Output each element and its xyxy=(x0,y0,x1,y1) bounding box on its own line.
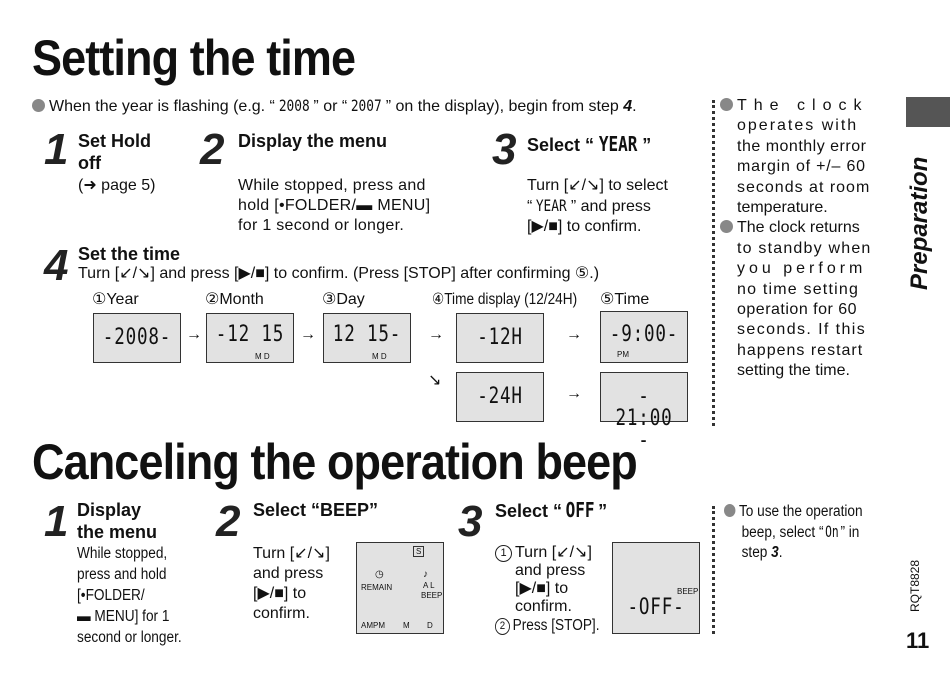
lcd-24h: -24H xyxy=(456,372,544,422)
bullet-icon xyxy=(724,504,736,517)
lcd-year: -2008- xyxy=(93,313,181,363)
step-body: (➜ page 5) xyxy=(78,177,156,194)
arrow-right-icon: → xyxy=(428,326,444,343)
intro-note: When the year is flashing (e.g. “2008” o… xyxy=(32,96,637,117)
step-number: 1 xyxy=(44,125,69,174)
section-tab-marker xyxy=(906,97,950,127)
label-year: ①Year xyxy=(92,291,139,308)
arrow-right-icon: → xyxy=(300,326,316,343)
lcd-inline-2007: 2007 xyxy=(351,96,382,115)
lcd-time-24h: - 21:00 - xyxy=(600,372,688,452)
step-title: Display the menu xyxy=(77,500,158,542)
step-title: Select “YEAR” xyxy=(527,132,652,156)
section-title-setting-time: Setting the time xyxy=(32,30,356,86)
lcd-menu-beep: S ◷ REMAIN ♪ A L BEEP AMPM M D xyxy=(356,542,444,634)
lcd-inline-2008: 2008 xyxy=(278,96,310,115)
beep-note: To use the operation beep, select “On” i… xyxy=(724,502,863,563)
lcd-12h: -12H xyxy=(456,313,544,363)
model-code: RQT8828 xyxy=(908,559,922,612)
step-body: Turn [↙/↘] to select “YEAR” and press [▶… xyxy=(527,177,668,235)
lcd-day: 12 15- M D xyxy=(323,313,411,363)
step-title: Display the menu xyxy=(238,131,388,151)
section-title-canceling-beep: Canceling the operation beep xyxy=(32,434,638,490)
step-number: 2 xyxy=(216,497,241,546)
bell-icon: ♪ xyxy=(423,569,428,580)
lcd-month: -12 15 M D xyxy=(206,313,294,363)
dotted-divider xyxy=(712,506,715,634)
page-number: 11 xyxy=(906,628,930,653)
step-number: 4 xyxy=(44,241,69,290)
step-number: 3 xyxy=(492,125,517,174)
arrow-right-icon: → xyxy=(186,326,202,343)
bullet-icon xyxy=(720,98,733,111)
label-time: ⑤Time xyxy=(600,291,650,308)
side-note: The clock operates with the monthly erro… xyxy=(720,96,888,382)
step-body: While stopped, press and hold [•FOLDER/ … xyxy=(77,545,182,646)
step-title: Set Hold off xyxy=(78,131,152,173)
clock-icon: ◷ xyxy=(375,569,384,580)
step-title: Select “OFF” xyxy=(495,498,608,522)
bullet-icon xyxy=(32,99,45,112)
lcd-time-12h: -9:00- PM xyxy=(600,311,688,363)
label-time-display: ④Time display (12/24H) xyxy=(432,291,578,308)
step-body: Turn [↙/↘] and press [▶/■] to confirm. xyxy=(253,545,330,622)
lcd-inline-off: OFF xyxy=(565,498,595,522)
step-title: Set the time xyxy=(78,244,181,264)
dotted-divider xyxy=(712,100,715,426)
step-body: Turn [↙/↘] and press [▶/■] to confirm. (… xyxy=(78,265,600,282)
arrow-right-icon: → xyxy=(566,385,582,402)
arrow-down-right-icon: ↘ xyxy=(428,372,442,389)
label-day: ③Day xyxy=(322,291,365,308)
step-body: While stopped, press and hold [•FOLDER/▬… xyxy=(238,177,431,234)
step-number: 2 xyxy=(200,125,225,174)
lcd-inline-year: YEAR xyxy=(598,132,638,156)
step-number: 3 xyxy=(458,497,483,546)
step-number: 1 xyxy=(44,497,69,546)
step-title: Select “BEEP” xyxy=(253,500,379,520)
label-month: ②Month xyxy=(205,291,264,308)
bullet-icon xyxy=(720,220,733,234)
arrow-right-icon: → xyxy=(566,326,582,343)
lcd-off: BEEP -OFF- xyxy=(612,542,700,634)
tab-preparation: Preparation xyxy=(906,156,933,290)
